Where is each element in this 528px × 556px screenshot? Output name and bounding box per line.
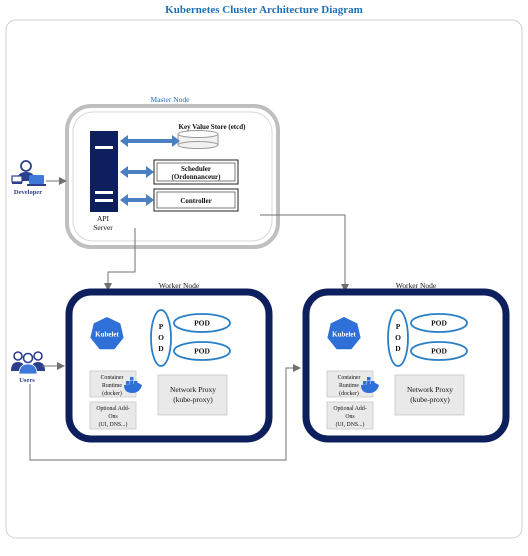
pod-ellipse — [410, 341, 468, 361]
pod-group-letter: O — [395, 333, 401, 342]
developer-laptop-icon — [11, 160, 46, 186]
master-node-label: Master Node — [151, 95, 191, 104]
api-server-label-line2: Server — [93, 223, 113, 232]
network-proxy-label: Network Proxy — [170, 385, 216, 394]
api-scheduler-arrow — [120, 166, 154, 178]
docker-whale-icon — [124, 377, 142, 393]
network-proxy-label: Network Proxy — [407, 385, 453, 394]
api-server-label-line1: API — [97, 214, 110, 223]
scheduler-label-line2: (Ordonnanceur) — [172, 173, 222, 181]
pod-group-letter: P — [159, 322, 164, 331]
pod-group-letter: D — [158, 344, 164, 353]
etcd-label: Key Value Store (etcd) — [179, 123, 247, 131]
pod-group-letter: P — [396, 322, 401, 331]
pod-ellipse — [173, 341, 231, 361]
docker-whale-icon — [361, 377, 379, 393]
api-controller-arrow — [120, 194, 154, 206]
users-label: Users — [19, 377, 35, 384]
scheduler-label-line1: Scheduler — [181, 165, 211, 173]
container-runtime-label: Container — [338, 375, 361, 381]
api-etcd-arrow — [120, 135, 180, 147]
container-runtime-label: Runtime — [339, 383, 359, 389]
developer-label: Developer — [14, 189, 42, 196]
master-to-worker1-line — [104, 228, 136, 291]
users-group-icon — [11, 351, 45, 375]
container-runtime-label: (docker) — [339, 390, 359, 397]
pod-group — [387, 309, 409, 367]
worker-node-1: Worker NodeKubeletPODPODPODContainerRunt… — [65, 281, 273, 443]
addons-box — [89, 401, 137, 430]
kubelet-icon — [327, 317, 361, 350]
diagram-title: Kubernetes Cluster Architecture Diagram — [165, 4, 363, 16]
network-proxy-box — [157, 374, 228, 416]
pod-group — [150, 309, 172, 367]
pod-label: POD — [194, 319, 210, 328]
pod-group-letter: D — [395, 344, 401, 353]
kubelet-icon — [90, 317, 124, 350]
pod-ellipse — [410, 313, 468, 333]
network-proxy-label: (kube-proxy) — [173, 395, 213, 404]
addons-label: Optional Add- — [96, 406, 129, 412]
worker-node-label: Worker Node — [396, 281, 437, 290]
addons-label: Ons — [345, 414, 355, 420]
network-proxy-box — [394, 374, 465, 416]
master-to-worker2-line — [260, 214, 349, 292]
addons-label: (UI, DNS...) — [336, 421, 365, 428]
controller-label: Controller — [180, 197, 211, 205]
pod-label: POD — [194, 347, 210, 356]
database-icon — [177, 130, 219, 149]
container-runtime-label: (docker) — [102, 390, 122, 397]
worker-node-2: Worker NodeKubeletPODPODPODContainerRunt… — [302, 281, 510, 443]
addons-label: Ons — [108, 414, 118, 420]
pod-ellipse — [173, 313, 231, 333]
addons-box — [326, 401, 374, 430]
network-proxy-label: (kube-proxy) — [410, 395, 450, 404]
addons-label: Optional Add- — [333, 406, 366, 412]
pod-group-letter: O — [158, 333, 164, 342]
kubelet-label: Kubelet — [332, 331, 356, 339]
container-runtime-label: Runtime — [102, 383, 122, 389]
pod-label: POD — [431, 319, 447, 328]
addons-label: (UI, DNS...) — [99, 421, 128, 428]
container-runtime-label: Container — [101, 375, 124, 381]
kubelet-label: Kubelet — [95, 331, 119, 339]
users-to-worker2-line — [29, 364, 301, 461]
pod-label: POD — [431, 347, 447, 356]
worker-node-label: Worker Node — [159, 281, 200, 290]
api-server-icon — [90, 131, 118, 212]
